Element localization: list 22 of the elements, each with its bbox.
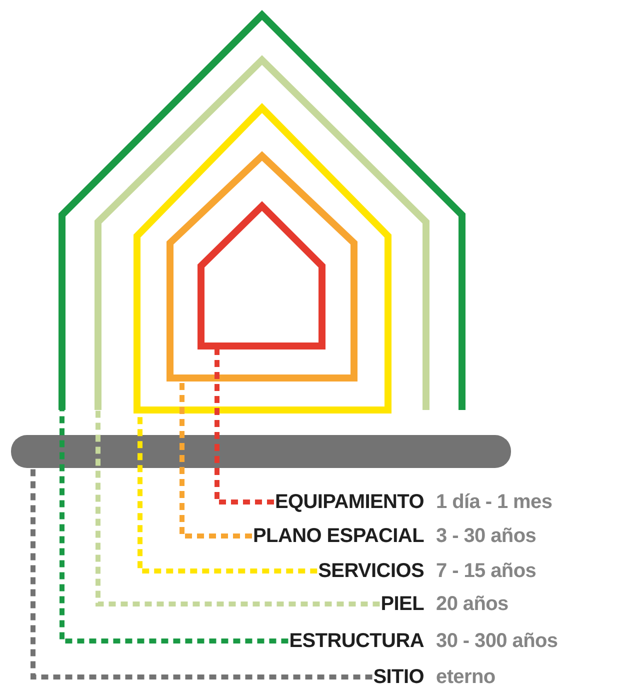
duration-label: 1 día - 1 mes <box>436 490 552 514</box>
house-outline <box>58 10 466 410</box>
leader-line <box>96 410 380 606</box>
duration-label: 7 - 15 años <box>436 559 536 583</box>
duration-label: 30 - 300 años <box>436 629 558 653</box>
layer-label: ESTRUCTURA <box>289 629 424 653</box>
layer-label: SERVICIOS <box>318 559 424 583</box>
duration-label: eterno <box>436 665 496 686</box>
duration-label: 3 - 30 años <box>436 524 536 548</box>
layer-label: EQUIPAMIENTO <box>274 490 424 514</box>
layer-label: SITIO <box>373 665 424 686</box>
layer-label: PIEL <box>380 592 424 616</box>
house-outline <box>198 201 326 350</box>
leader-line <box>214 348 274 504</box>
leader-line <box>60 410 288 644</box>
ground-bar <box>11 435 511 468</box>
leader-line <box>180 380 252 538</box>
leader-line <box>30 468 372 680</box>
house-outline <box>166 151 358 382</box>
duration-label: 20 años <box>436 592 508 616</box>
layer-label: PLANO ESPACIAL <box>253 524 424 548</box>
house-outline <box>134 103 392 414</box>
